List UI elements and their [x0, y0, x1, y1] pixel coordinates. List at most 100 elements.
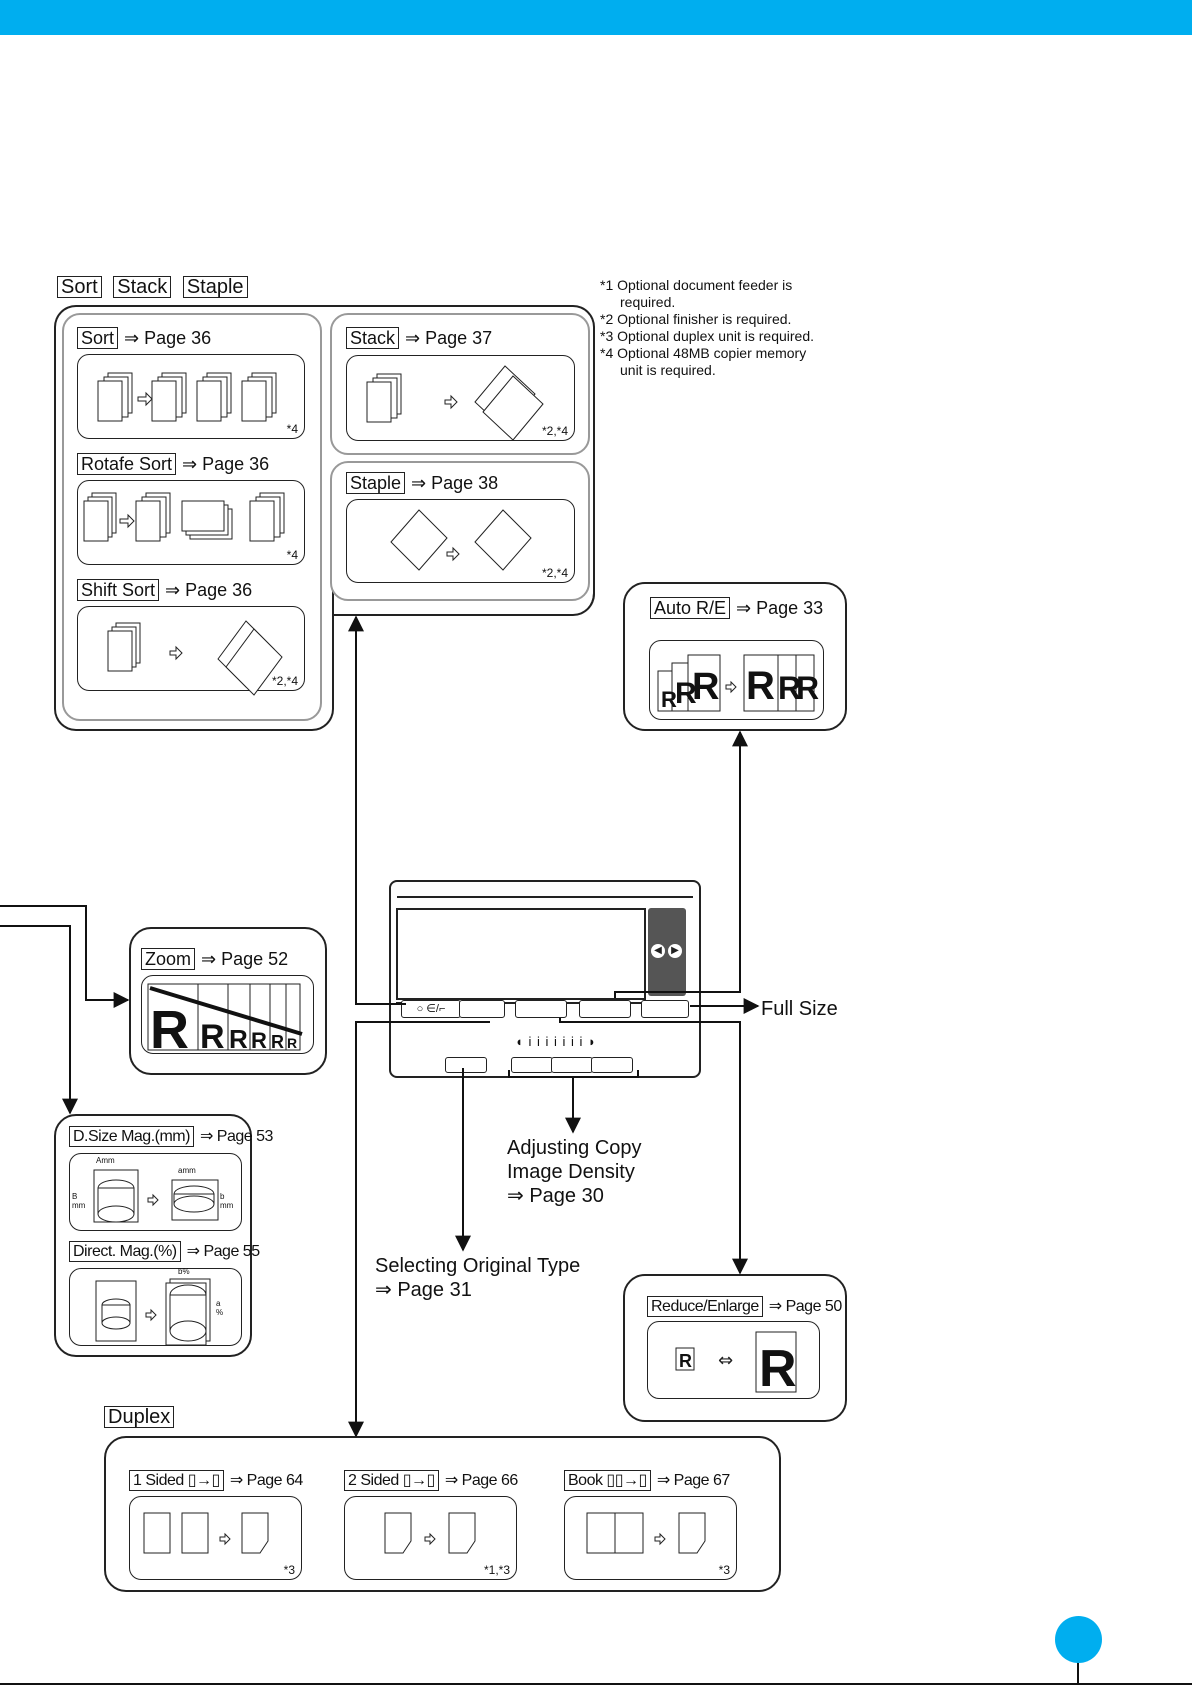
stack-illustration: *2,*4: [346, 355, 575, 441]
book-key-text: Book: [568, 1472, 603, 1489]
header-key-staple: Staple: [182, 276, 248, 298]
lighter-key[interactable]: [511, 1057, 553, 1073]
adjusting-line-2: Image Density: [507, 1161, 635, 1183]
direct-mag-key: Direct. Mag.(%): [69, 1241, 181, 1262]
dsize-amm-result-label: amm: [178, 1166, 196, 1175]
rotate-sort-note: *4: [286, 548, 298, 562]
two-sided-illustration: *1,*3: [344, 1496, 517, 1580]
original-type-key[interactable]: [445, 1057, 487, 1073]
selecting-line-1: Selecting Original Type: [375, 1255, 581, 1277]
reduce-enlarge-key: Reduce/Enlarge: [647, 1296, 763, 1317]
shift-sort-key: Shift Sort: [77, 579, 160, 601]
adjusting-page-ref: ⇒ Page 30: [507, 1185, 604, 1207]
dsize-label: D.Size Mag.(mm) ⇒ Page 53: [69, 1126, 273, 1148]
rotate-sort-page-ref: ⇒ Page 36: [182, 454, 270, 474]
section-title-sort-stack-staple: Sort Stack Staple: [57, 276, 254, 298]
two-sided-pages-icon: [384, 1512, 476, 1554]
one-sided-key: 1 Sided ▯→▯: [129, 1470, 224, 1491]
sort-function-key[interactable]: ○ ∈/⌐: [401, 1000, 461, 1018]
header-key-stack: Stack: [113, 276, 172, 298]
auto-re-label: Auto R/E⇒ Page 33: [650, 597, 823, 619]
direct-mag-cylinder-icon: [95, 1278, 211, 1346]
book-label: Book ▯▯→▯ ⇒ Page 67: [564, 1470, 730, 1492]
auto-re-key-button[interactable]: [515, 1000, 567, 1018]
sort-note: *4: [286, 422, 298, 436]
staple-pages-icon: [390, 509, 532, 571]
full-size-label: Full Size: [761, 998, 838, 1020]
svg-text:R: R: [150, 1000, 189, 1060]
duplex-section-title: Duplex: [104, 1406, 180, 1428]
reduce-enlarge-key[interactable]: [579, 1000, 631, 1018]
notes-block: *1 Optional document feeder is required.…: [600, 277, 814, 379]
one-sided-illustration: *3: [129, 1496, 302, 1580]
svg-text:R: R: [679, 1351, 692, 1371]
stack-page-ref: ⇒ Page 37: [405, 328, 493, 348]
two-sided-key-text: 2 Sided: [348, 1472, 399, 1489]
sort-key: Sort: [77, 327, 119, 349]
rotate-sort-key: Rotafe Sort: [77, 453, 177, 475]
direct-mag-page-ref: ⇒ Page 55: [186, 1243, 260, 1260]
shift-sort-label: Shift Sort⇒ Page 36: [77, 579, 252, 601]
svg-text:R: R: [287, 1035, 297, 1051]
copier-control-panel: ◀ ▶ ○ ∈/⌐ ◖ i i i i i i i ◗: [389, 880, 701, 1078]
rotate-sort-pages-icon: [83, 492, 285, 542]
dsize-cylinder-icon: [93, 1169, 219, 1223]
scroll-left-button[interactable]: ◀: [651, 944, 665, 958]
staple-illustration: *2,*4: [346, 499, 575, 583]
reduce-enlarge-page-ref: ⇒ Page 50: [768, 1298, 842, 1315]
svg-text:R: R: [251, 1028, 267, 1053]
two-sided-note: *1,*3: [483, 1563, 510, 1577]
duplex-title-key: Duplex: [104, 1406, 175, 1428]
book-page-ref: ⇒ Page 67: [656, 1472, 730, 1489]
note-mark: *2: [600, 311, 614, 327]
zoom-key: Zoom: [141, 948, 196, 970]
selecting-page-ref: ⇒ Page 31: [375, 1279, 472, 1301]
dsize-amm-label: Amm: [96, 1156, 115, 1165]
dsize-bmm-label: B mm: [72, 1192, 86, 1210]
note-text: required.: [620, 294, 676, 310]
staple-key: Staple: [346, 472, 406, 494]
sort-page-ref: ⇒ Page 36: [124, 328, 212, 348]
dsize-page-ref: ⇒ Page 53: [199, 1128, 273, 1145]
scroll-right-button[interactable]: ▶: [668, 944, 682, 958]
stack-note: *2,*4: [541, 424, 568, 438]
note-mark: *3: [600, 328, 614, 344]
dsize-key: D.Size Mag.(mm): [69, 1126, 194, 1147]
note-text: Optional finisher is required.: [617, 311, 792, 327]
svg-text:R: R: [229, 1024, 248, 1054]
rotate-sort-label: Rotafe Sort⇒ Page 36: [77, 453, 269, 475]
full-size-key[interactable]: [641, 1000, 689, 1018]
shift-sort-pages-icon: [107, 620, 283, 696]
svg-text:⇔: ⇔: [718, 1350, 733, 1371]
auto-re-key: Auto R/E: [650, 597, 731, 619]
selecting-original-type-label: Selecting Original Type ⇒ Page 31: [375, 1254, 580, 1302]
svg-text:R: R: [746, 664, 775, 708]
auto-density-key[interactable]: [591, 1057, 633, 1073]
book-illustration: *3: [564, 1496, 737, 1580]
darker-key[interactable]: [551, 1057, 593, 1073]
sort-illustration: *4: [77, 354, 305, 439]
auto-re-page-ref: ⇒ Page 33: [736, 598, 824, 618]
book-pages-icon: [586, 1512, 706, 1554]
book-key: Book ▯▯→▯: [564, 1470, 651, 1491]
svg-text:R: R: [778, 670, 801, 706]
sort-label: Sort⇒ Page 36: [77, 327, 211, 349]
rotate-sort-illustration: *4: [77, 480, 305, 565]
svg-text:R: R: [200, 1018, 225, 1056]
one-sided-key-text: 1 Sided: [133, 1472, 184, 1489]
density-indicator: ◖ i i i i i i i ◗: [515, 1034, 597, 1049]
duplex-key[interactable]: [459, 1000, 505, 1018]
staple-note: *2,*4: [541, 566, 568, 580]
one-sided-note: *3: [283, 1563, 295, 1577]
scroll-key-panel: ◀ ▶: [648, 908, 686, 996]
book-note: *3: [718, 1563, 730, 1577]
stack-pages-icon: [366, 365, 544, 441]
note-text: unit is required.: [620, 362, 716, 378]
zoom-page-ref: ⇒ Page 52: [201, 949, 289, 969]
direct-mag-label: Direct. Mag.(%) ⇒ Page 55: [69, 1241, 260, 1263]
